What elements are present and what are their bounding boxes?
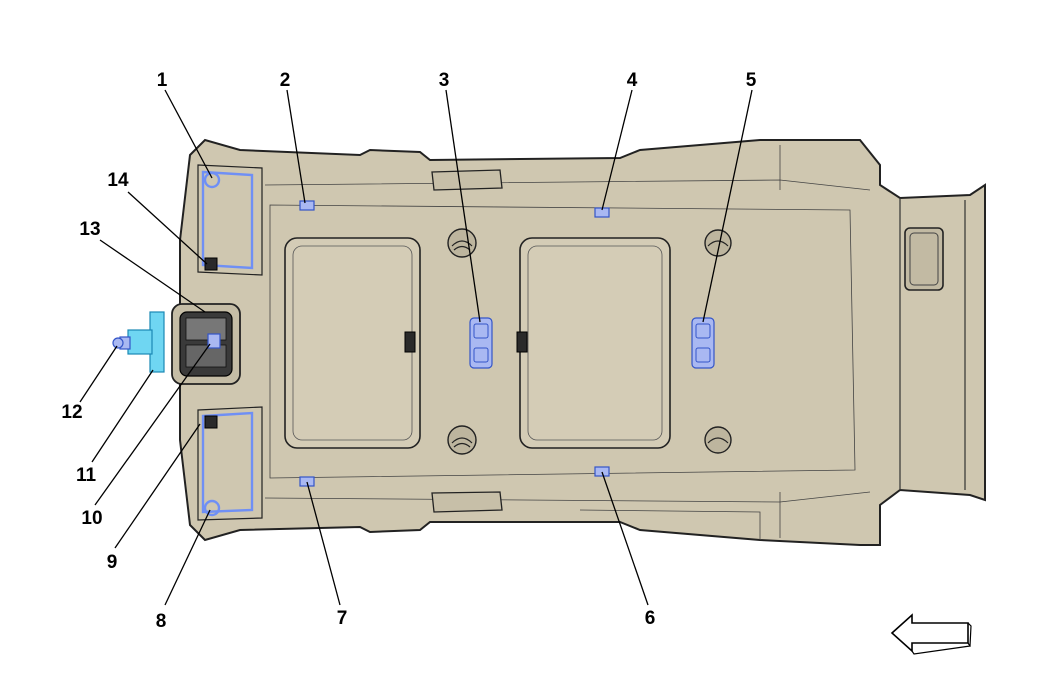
clip-6: [594, 466, 610, 477]
front-sunroof-panel: [284, 237, 421, 449]
callout-13: 13: [79, 219, 100, 240]
reading-lamp-5: [691, 317, 715, 369]
clip-7: [299, 476, 315, 487]
interior-lamp-assembly: [112, 311, 165, 373]
callout-7: 7: [337, 608, 348, 629]
reading-lamp-3: [469, 317, 493, 369]
callout-5: 5: [746, 70, 757, 91]
grab-handle-right: [431, 491, 503, 513]
sunroof-latch-front: [404, 331, 416, 353]
callout-8: 8: [156, 611, 167, 632]
sun-visor-right: [197, 406, 263, 521]
rear-handle-recess: [904, 227, 944, 291]
grab-handle-left: [431, 169, 503, 191]
hook-rear-right: [704, 426, 732, 454]
rear-sunroof-panel: [519, 237, 671, 449]
sunroof-latch-rear: [516, 331, 528, 353]
sun-visor-left-highlight: [201, 170, 254, 270]
rear-section: [899, 198, 966, 490]
overhead-console: [171, 303, 241, 385]
leader-lines: [79, 89, 753, 606]
callout-numbers: 1 2 3 4 5 6 7 8 9 10 11 12 13 14: [61, 70, 756, 632]
sun-visor-left: [197, 164, 263, 276]
callout-11: 11: [76, 465, 97, 486]
callout-3: 3: [439, 70, 450, 91]
callout-10: 10: [81, 508, 102, 529]
callout-6: 6: [645, 608, 656, 629]
hook-front-left: [447, 228, 477, 258]
sun-visor-right-highlight: [201, 411, 254, 514]
callout-9: 9: [107, 552, 118, 573]
roof-inner-border: [269, 204, 856, 479]
arrow-left-outline-icon: [890, 613, 972, 655]
hook-rear-left: [704, 229, 732, 257]
callout-12: 12: [61, 402, 82, 423]
callout-2: 2: [280, 70, 291, 91]
callout-4: 4: [627, 70, 638, 91]
callout-14: 14: [107, 170, 129, 191]
callout-1: 1: [157, 70, 168, 91]
hook-front-right: [447, 425, 477, 455]
clip-2: [299, 200, 315, 211]
